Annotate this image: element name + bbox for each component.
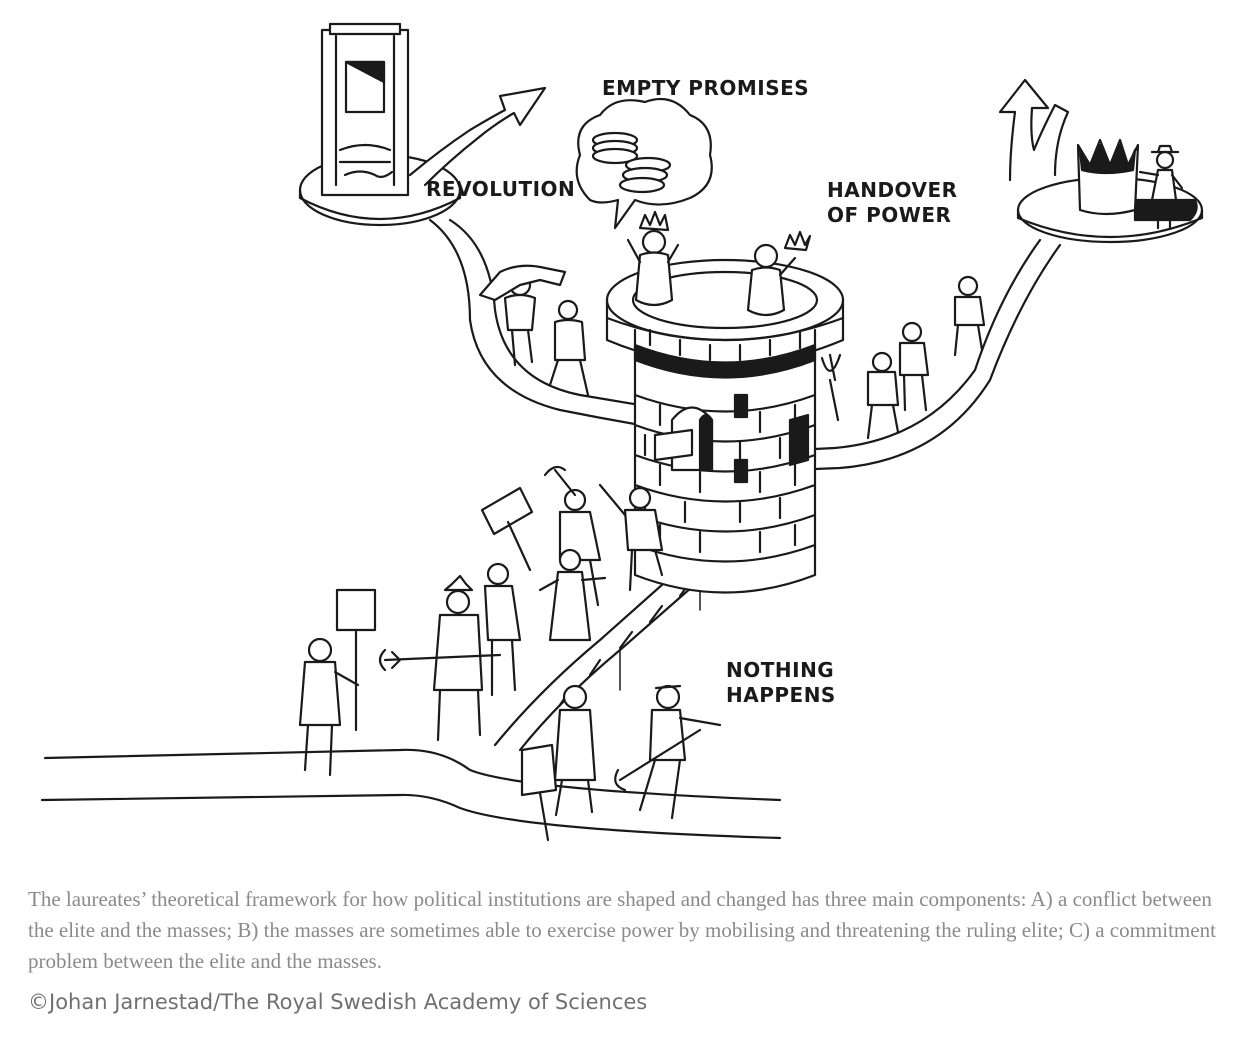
tower — [605, 258, 845, 594]
handover-arrow-icon — [998, 78, 1070, 182]
crowd-ramp — [483, 465, 664, 697]
king-left — [626, 210, 680, 307]
protest-sign-icon — [480, 486, 534, 572]
label-empty-promises: EMPTY PROMISES — [602, 76, 809, 100]
figure-caption: The laureates’ theoretical framework for… — [28, 887, 1216, 973]
pitchfork-icon — [820, 353, 842, 422]
revolution-road — [428, 218, 642, 427]
left-sign-icon — [335, 588, 377, 732]
crowd-revolution — [478, 264, 590, 397]
main-road — [40, 748, 782, 840]
handover-road — [788, 238, 1062, 472]
framework-illustration: EMPTY PROMISES REVOLUTION HANDOVER OF PO… — [40, 22, 1204, 842]
guillotine-icon — [320, 22, 410, 197]
coins-icon — [591, 131, 672, 194]
revolution-arrow-icon — [408, 86, 547, 187]
crowd-road-left — [298, 574, 484, 777]
label-revolution: REVOLUTION — [426, 177, 575, 201]
crown-icon — [1076, 138, 1140, 216]
person-handover — [1138, 144, 1184, 230]
label-nothing-line2: HAPPENS — [726, 683, 836, 707]
crowd-nothing — [520, 684, 722, 842]
label-nothing-line1: NOTHING — [726, 658, 834, 682]
label-handover-line1: HANDOVER — [827, 178, 958, 202]
crowd-handover — [866, 275, 986, 440]
image-credit: ©Johan Jarnestad/The Royal Swedish Acade… — [28, 990, 648, 1014]
label-handover-line2: OF POWER — [827, 203, 951, 227]
king-right — [746, 230, 812, 317]
left-pitchfork-icon — [378, 648, 502, 672]
